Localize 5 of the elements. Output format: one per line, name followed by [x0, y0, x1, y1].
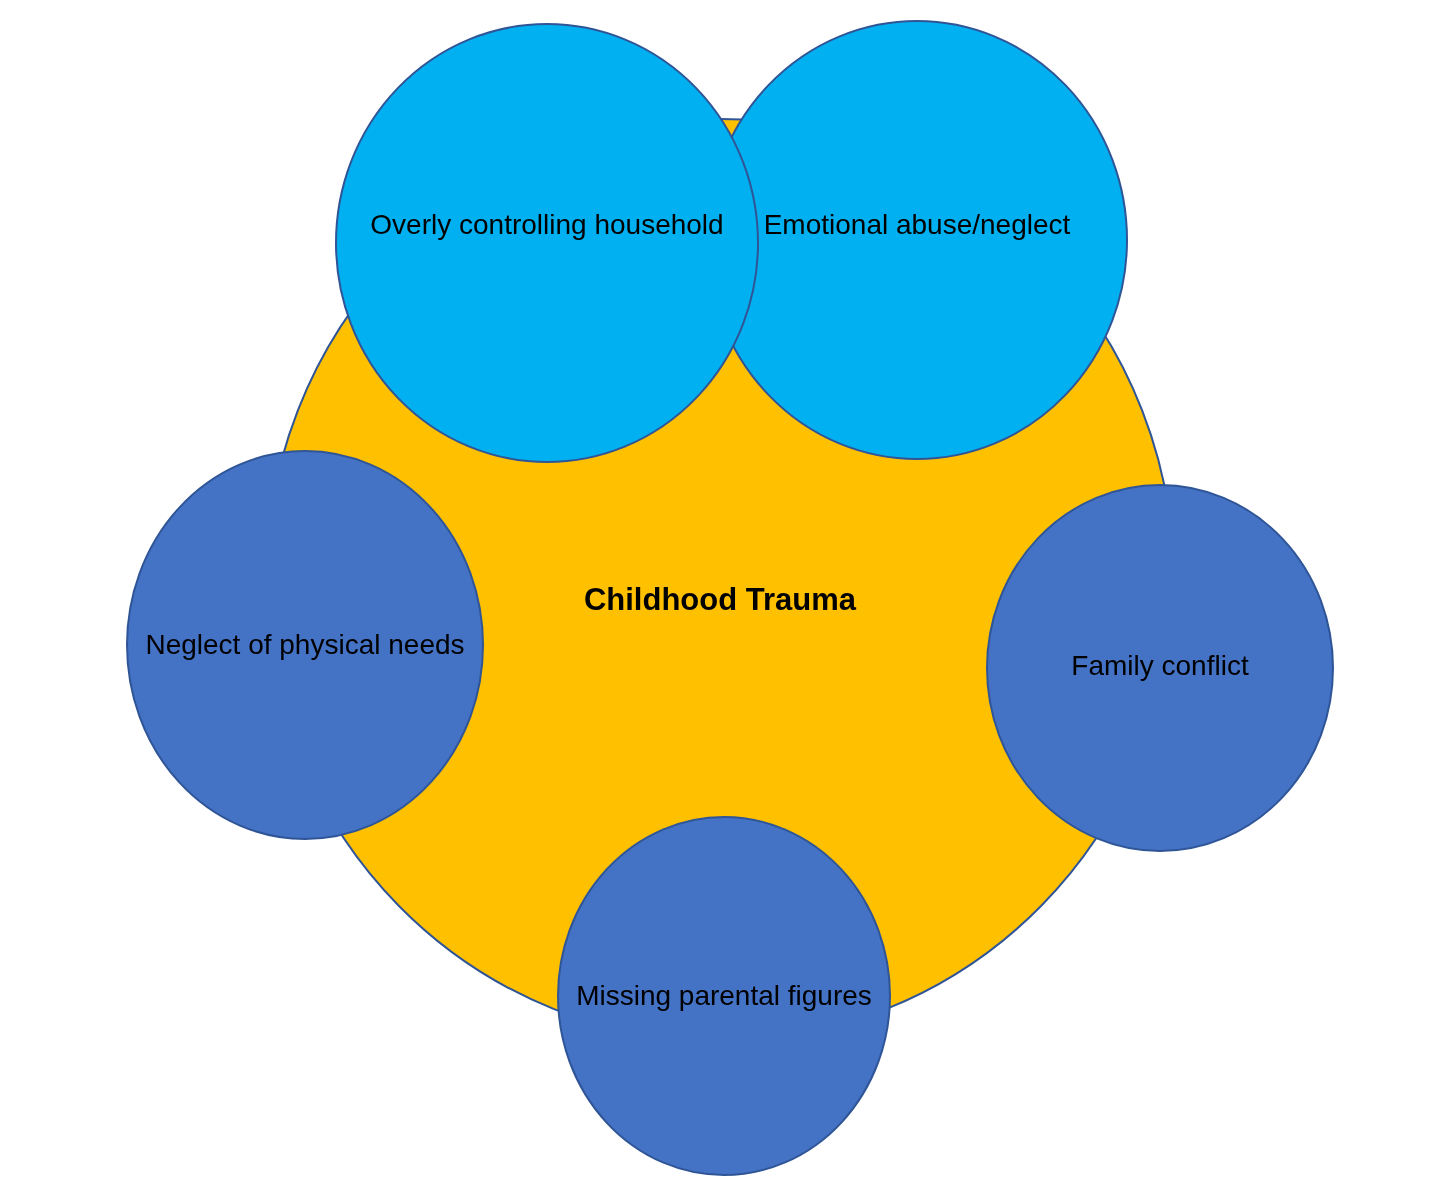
circle-label: Family conflict	[1070, 650, 1250, 682]
circle-label: Overly controlling household	[369, 209, 725, 241]
circle-label: Neglect of physical needs	[144, 629, 466, 661]
center-title: Childhood Trauma	[582, 582, 858, 618]
circle-label: Missing parental figures	[575, 980, 873, 1012]
